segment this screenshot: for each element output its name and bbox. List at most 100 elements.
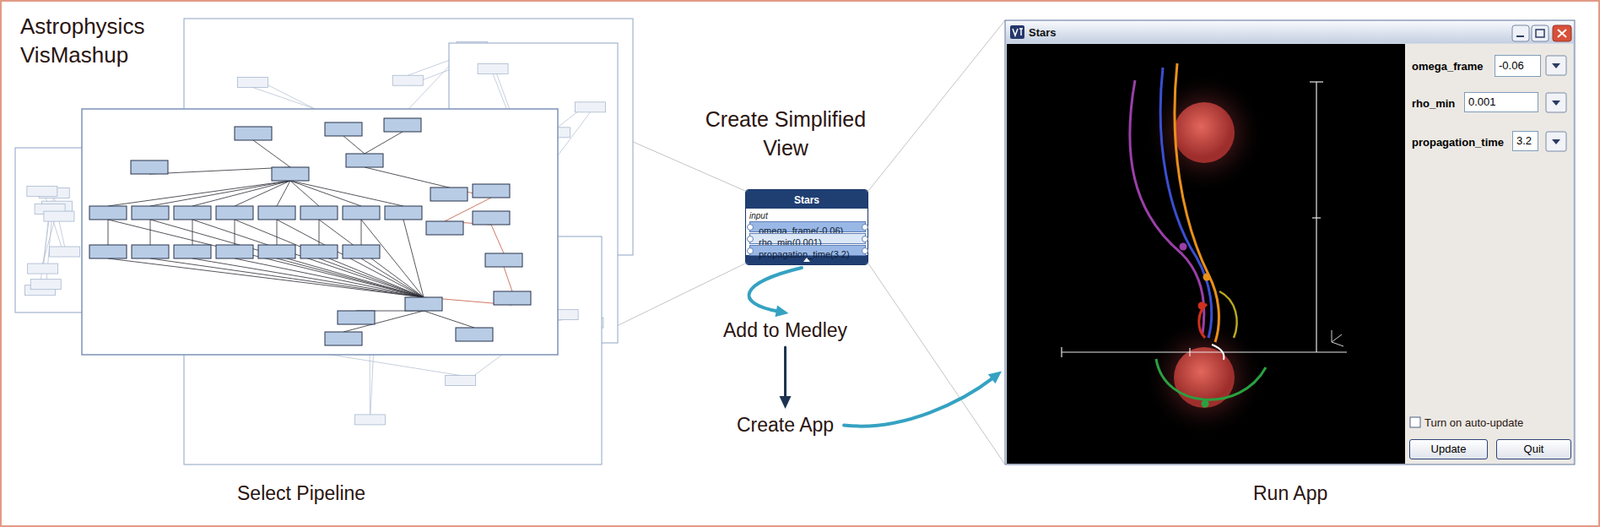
flow-arrow <box>779 346 792 409</box>
axis-line <box>1315 81 1317 352</box>
field-value: 3.2 <box>1513 131 1532 151</box>
pipeline-wire <box>234 258 424 298</box>
port-row: rho_min(0.001) <box>749 232 866 244</box>
button-label: Update <box>1431 439 1467 459</box>
port-dot <box>746 223 754 231</box>
pipeline-module <box>430 187 468 201</box>
pipeline-wire <box>108 219 109 245</box>
caption-wrap: Turn on auto-update <box>1424 415 1524 430</box>
axis-tick <box>1309 81 1324 82</box>
port-dot <box>861 247 869 255</box>
caption-wrap: Create Simplified View <box>688 106 883 164</box>
pipeline-wire <box>234 180 291 206</box>
title-block: Astrophysics VisMashup <box>20 13 181 71</box>
axis-triad <box>1331 334 1342 342</box>
pipeline-module <box>131 244 169 259</box>
pipeline-wire <box>39 213 50 285</box>
particle-dot <box>1198 302 1206 310</box>
arrow-line <box>843 377 994 427</box>
port-group-label: input <box>749 210 768 221</box>
particle-dot <box>1201 400 1210 408</box>
close-glyph <box>1557 29 1567 38</box>
port-row: propagation_time(3.2) <box>749 244 866 256</box>
pipeline-wire <box>149 167 291 174</box>
close-glyph <box>1557 29 1567 38</box>
pipeline-module <box>216 205 254 220</box>
pipeline-module <box>574 102 606 113</box>
input-field: -0.06 <box>1494 54 1541 77</box>
pipeline-wire <box>403 219 424 298</box>
parameter-label: propagation_time <box>1411 135 1504 149</box>
pipeline-wire <box>364 131 403 154</box>
pipeline-module <box>216 244 254 259</box>
pipeline-module <box>43 210 75 222</box>
star-sphere <box>1173 102 1235 163</box>
caption-wrap: Run App <box>1253 481 1328 508</box>
module-widget: Starsinputomega_frame(-0.06)rho_min(0.00… <box>745 189 869 265</box>
pipeline-wire <box>276 180 291 206</box>
axis-tick <box>1060 346 1062 357</box>
dropdown-arrow <box>1551 100 1561 106</box>
pipeline-module <box>89 205 127 220</box>
orbit-curve <box>1129 80 1205 334</box>
pipeline-wire <box>276 219 278 245</box>
dropdown-button <box>1545 131 1567 152</box>
pipeline-module <box>342 205 380 220</box>
pipeline-wire <box>253 140 291 168</box>
particle-dot <box>1203 273 1211 282</box>
pipeline-module <box>337 310 375 325</box>
pipeline-module <box>300 244 338 259</box>
window-title-wrap: Stars <box>1028 25 1057 40</box>
pipeline-module <box>384 205 422 220</box>
push-button: Update <box>1409 438 1488 460</box>
pipeline-wire <box>290 180 362 206</box>
pipeline-module <box>392 75 423 86</box>
pipeline-module <box>173 244 211 259</box>
widget-title: Stars <box>794 194 820 206</box>
pipeline-module <box>405 297 443 311</box>
port-dot <box>861 223 869 231</box>
window-titlebar <box>1005 21 1574 44</box>
pipeline-module <box>271 167 309 181</box>
pipeline-module <box>237 76 268 87</box>
input-field: 0.001 <box>1464 91 1539 113</box>
pipeline-wire <box>108 180 291 206</box>
pipeline-wire <box>108 219 424 298</box>
pipeline-wire <box>192 219 424 298</box>
pipeline-wire <box>364 167 449 188</box>
port-dot <box>746 235 754 243</box>
port-label: propagation_time(3.2) <box>750 249 850 260</box>
maximize-button <box>1531 25 1549 42</box>
parameter-label: omega_frame <box>1411 59 1484 73</box>
pipeline-module <box>342 244 380 259</box>
pipeline-wire <box>150 258 424 298</box>
step-label: Add to Medley <box>719 317 851 344</box>
pipeline-module <box>426 221 464 235</box>
step-text: Create App <box>736 413 834 437</box>
close-button <box>1552 25 1572 42</box>
pipeline-module <box>324 331 363 346</box>
pipeline-wire <box>192 219 194 245</box>
port-dot <box>746 247 754 255</box>
pipeline-wire <box>491 224 504 254</box>
axis-triad <box>1331 329 1333 342</box>
pipeline-wire <box>343 135 365 154</box>
pipeline-module <box>258 205 296 220</box>
caption-wrap: propagation_time <box>1411 135 1504 150</box>
port-dot <box>861 235 869 243</box>
parameter-panel <box>1405 43 1573 464</box>
orbit-curve <box>1156 358 1266 400</box>
widget-header: Stars <box>745 189 868 209</box>
dropdown-button <box>1545 92 1567 113</box>
orbit-curve <box>1219 291 1238 338</box>
parameter-label: rho_min <box>1411 97 1455 110</box>
orbit-curve <box>1211 344 1224 360</box>
pipeline-wire <box>234 219 236 245</box>
pipeline-module <box>89 244 127 259</box>
pipeline-module <box>345 153 384 168</box>
minimize-glyph <box>1516 35 1525 38</box>
stage-caption: Turn on auto-update <box>1424 416 1524 429</box>
pipeline-wire <box>192 258 424 298</box>
app-icon <box>1010 25 1025 39</box>
